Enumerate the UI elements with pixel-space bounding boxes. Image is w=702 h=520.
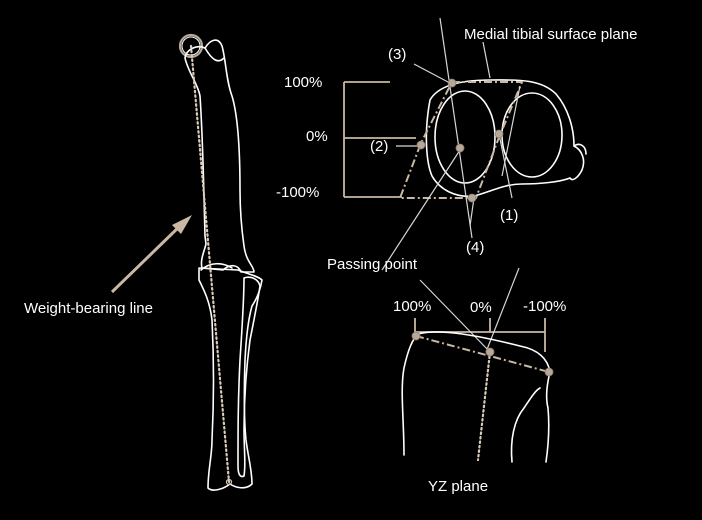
- yz-percent-bracket: [414, 318, 546, 352]
- tibia-plateau-line: [200, 262, 233, 271]
- weight-bearing-dotted-line: [189, 44, 231, 484]
- passing-point-label: Passing point: [327, 256, 418, 273]
- top-100-label: 100%: [284, 74, 323, 91]
- bottom-neg100-label: -100%: [523, 298, 567, 315]
- top-neg100-label: -100%: [276, 184, 320, 201]
- point3-leader: [413, 63, 449, 83]
- tibial-plateau-view: [343, 17, 587, 271]
- point-1: [494, 129, 504, 139]
- bottom-100-label: 100%: [393, 298, 432, 315]
- yz-plane-label: YZ plane: [428, 478, 489, 495]
- yz-fibula-outline: [510, 387, 541, 463]
- yz-axis-line: [485, 267, 520, 353]
- point3-label: (3): [388, 46, 407, 63]
- weight-bearing-line-label: Weight-bearing line: [24, 300, 153, 317]
- plateau-outline: [425, 79, 585, 198]
- passing-point-leader: [381, 149, 461, 271]
- point4-label: (4): [466, 239, 485, 256]
- yz-surface-line: [415, 335, 550, 373]
- yz-point-100: [411, 331, 421, 341]
- leg-drawing: [178, 33, 263, 491]
- top-0-label: 0%: [306, 128, 328, 145]
- weight-bearing-arrow: [110, 215, 192, 294]
- point1-leader: [498, 133, 513, 199]
- femur-greater-trochanter: [204, 47, 225, 62]
- plane-leader-line: [482, 41, 491, 79]
- lateral-condyle: [501, 92, 563, 178]
- point4-leader: [469, 197, 475, 227]
- point1-label: (1): [500, 207, 519, 224]
- point-2: [416, 140, 426, 150]
- percent-bracket: [343, 81, 416, 198]
- fibula-outline: [237, 276, 261, 478]
- ankle-center-marker: [225, 478, 233, 486]
- medial-condyle: [434, 90, 496, 184]
- yz-point-neg100: [544, 367, 554, 377]
- passing-point-marker: [455, 143, 465, 153]
- yz-dotted-axis: [476, 350, 492, 462]
- yz-point-0: [485, 347, 495, 357]
- tibia-outline: [198, 267, 263, 491]
- yz-passing-leader: [419, 279, 491, 353]
- point-3: [447, 78, 457, 88]
- tibial-axis-line: [439, 17, 473, 239]
- arrow-head: [172, 215, 192, 234]
- yz-plane-view: [401, 267, 554, 463]
- plateau-bump: [573, 143, 587, 155]
- femur-outline: [184, 39, 255, 273]
- point-4: [467, 193, 477, 203]
- reference-quadrilateral: [398, 81, 524, 199]
- yz-tibia-outline: [401, 331, 551, 463]
- bottom-0-label: 0%: [470, 299, 492, 316]
- medial-plane-label: Medial tibial surface plane: [464, 26, 638, 43]
- point2-label: (2): [370, 138, 389, 155]
